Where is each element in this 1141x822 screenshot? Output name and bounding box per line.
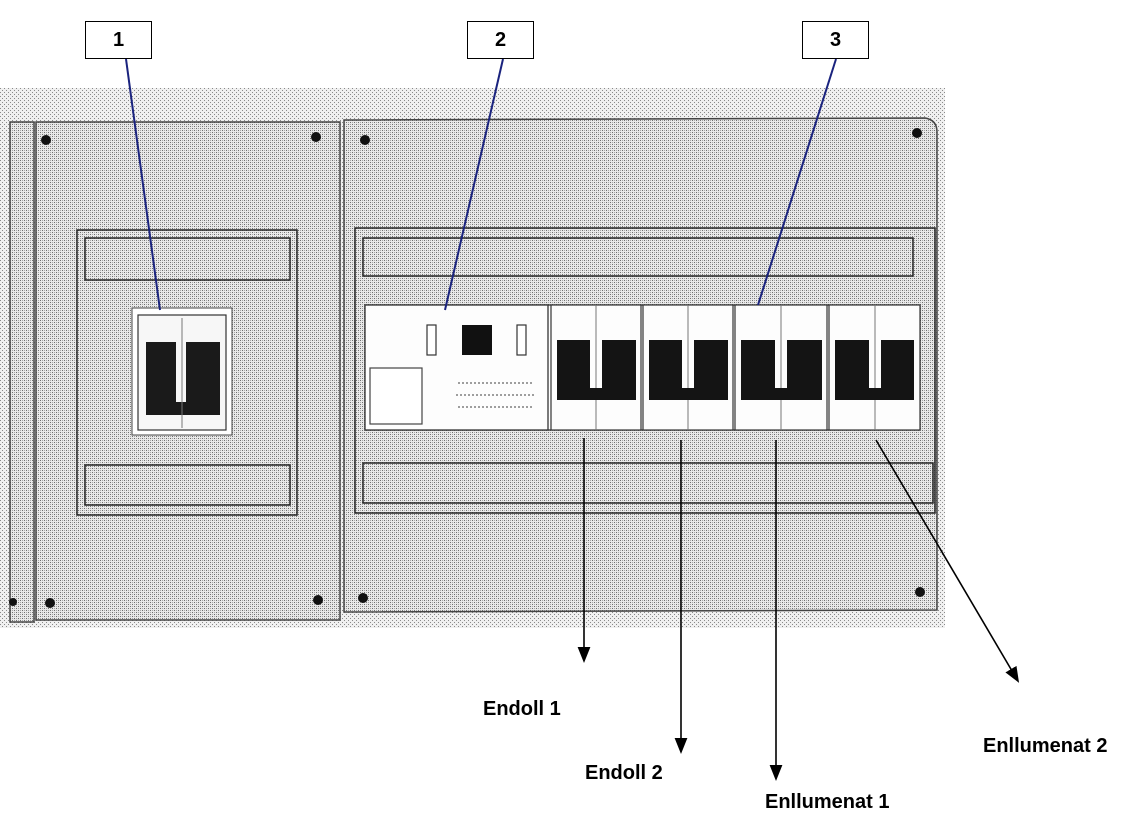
callout-number: 3 bbox=[829, 28, 842, 51]
label-enllumenat-1: Enllumenat 1 bbox=[765, 791, 890, 813]
label-enllumenat-2: Enllumenat 2 bbox=[983, 735, 1108, 757]
left-panel bbox=[9, 121, 341, 623]
callout-box-2: 2 bbox=[467, 21, 534, 59]
label-arrows bbox=[577, 438, 1020, 781]
circuit-breaker-3 bbox=[734, 304, 828, 431]
right-panel bbox=[343, 117, 938, 613]
leader-line-3 bbox=[757, 58, 837, 306]
label-endoll-1: Endoll 1 bbox=[483, 698, 561, 720]
callout-number: 2 bbox=[494, 28, 507, 51]
leader-line-2 bbox=[444, 58, 504, 311]
callout-leader-lines bbox=[125, 58, 837, 311]
label-endoll-2: Endoll 2 bbox=[585, 762, 663, 784]
callout-number: 1 bbox=[112, 28, 125, 51]
callout-box-3: 3 bbox=[802, 21, 869, 59]
circuit-breaker-1 bbox=[550, 304, 642, 431]
circuit-breaker-2 bbox=[642, 304, 734, 431]
leader-line-1 bbox=[125, 58, 161, 311]
arrow-enllumenat-2 bbox=[875, 439, 1020, 683]
differential-switch bbox=[364, 304, 549, 431]
circuit-breaker-4 bbox=[828, 304, 921, 431]
callout-box-1: 1 bbox=[85, 21, 152, 59]
